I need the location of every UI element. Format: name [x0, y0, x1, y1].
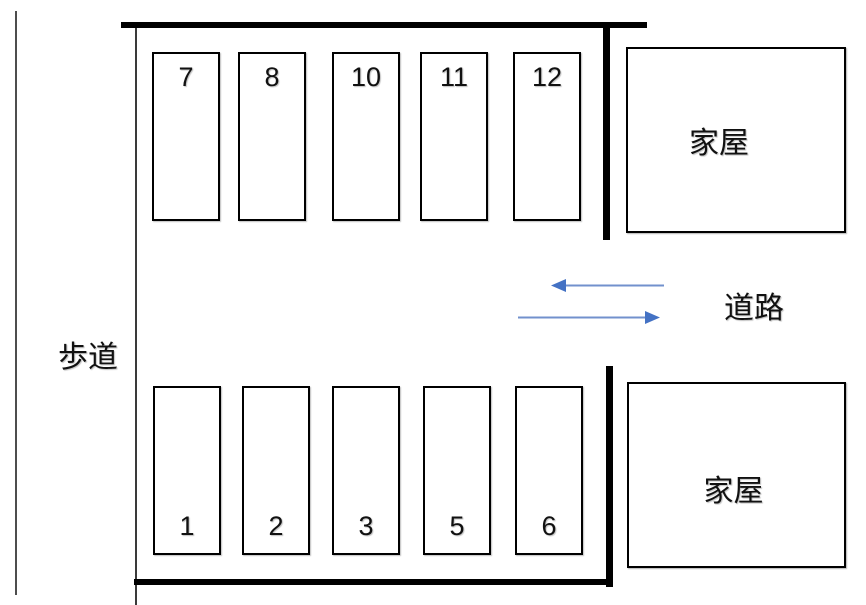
parking-spot-1: 1: [153, 386, 221, 555]
arrow-right-head-icon: [645, 311, 660, 324]
parking-spot-3: 3: [332, 386, 400, 555]
spot-number: 7: [178, 62, 194, 92]
arrow-right: [518, 311, 660, 324]
parking-spot-12: 12: [513, 52, 581, 221]
lot-left-boundary-line: [135, 24, 137, 605]
spot-number: 1: [179, 511, 195, 541]
parking-spot-7: 7: [152, 52, 220, 221]
spot-number: 3: [358, 511, 374, 541]
spot-number: 12: [531, 62, 563, 92]
house-label: 家屋: [703, 475, 764, 508]
wall-right-lower: [606, 366, 613, 587]
sidewalk-label: 歩道: [58, 341, 118, 374]
wall-bottom: [134, 579, 613, 585]
arrow-left-head-icon: [551, 279, 566, 292]
parking-spot-8: 8: [238, 52, 306, 221]
arrow-left: [551, 279, 664, 292]
spot-number: 6: [541, 511, 557, 541]
spot-number: 11: [439, 62, 469, 92]
wall-top: [121, 22, 647, 28]
spot-number: 5: [449, 511, 465, 541]
road-label: 道路: [724, 292, 784, 325]
parking-spot-2: 2: [242, 386, 310, 555]
spot-number: 10: [350, 62, 382, 92]
parking-spot-11: 11: [420, 52, 488, 221]
spot-number: 8: [264, 62, 280, 92]
house-top: 家屋: [626, 47, 846, 233]
parking-spot-10: 10: [332, 52, 400, 221]
house-bottom: 家屋: [627, 382, 846, 568]
parking-spot-5: 5: [423, 386, 491, 555]
house-label: 家屋: [689, 127, 749, 160]
wall-right-upper: [603, 24, 610, 240]
parking-spot-6: 6: [515, 386, 583, 555]
spot-number: 2: [268, 511, 284, 541]
sidewalk-edge-line: [15, 11, 17, 595]
